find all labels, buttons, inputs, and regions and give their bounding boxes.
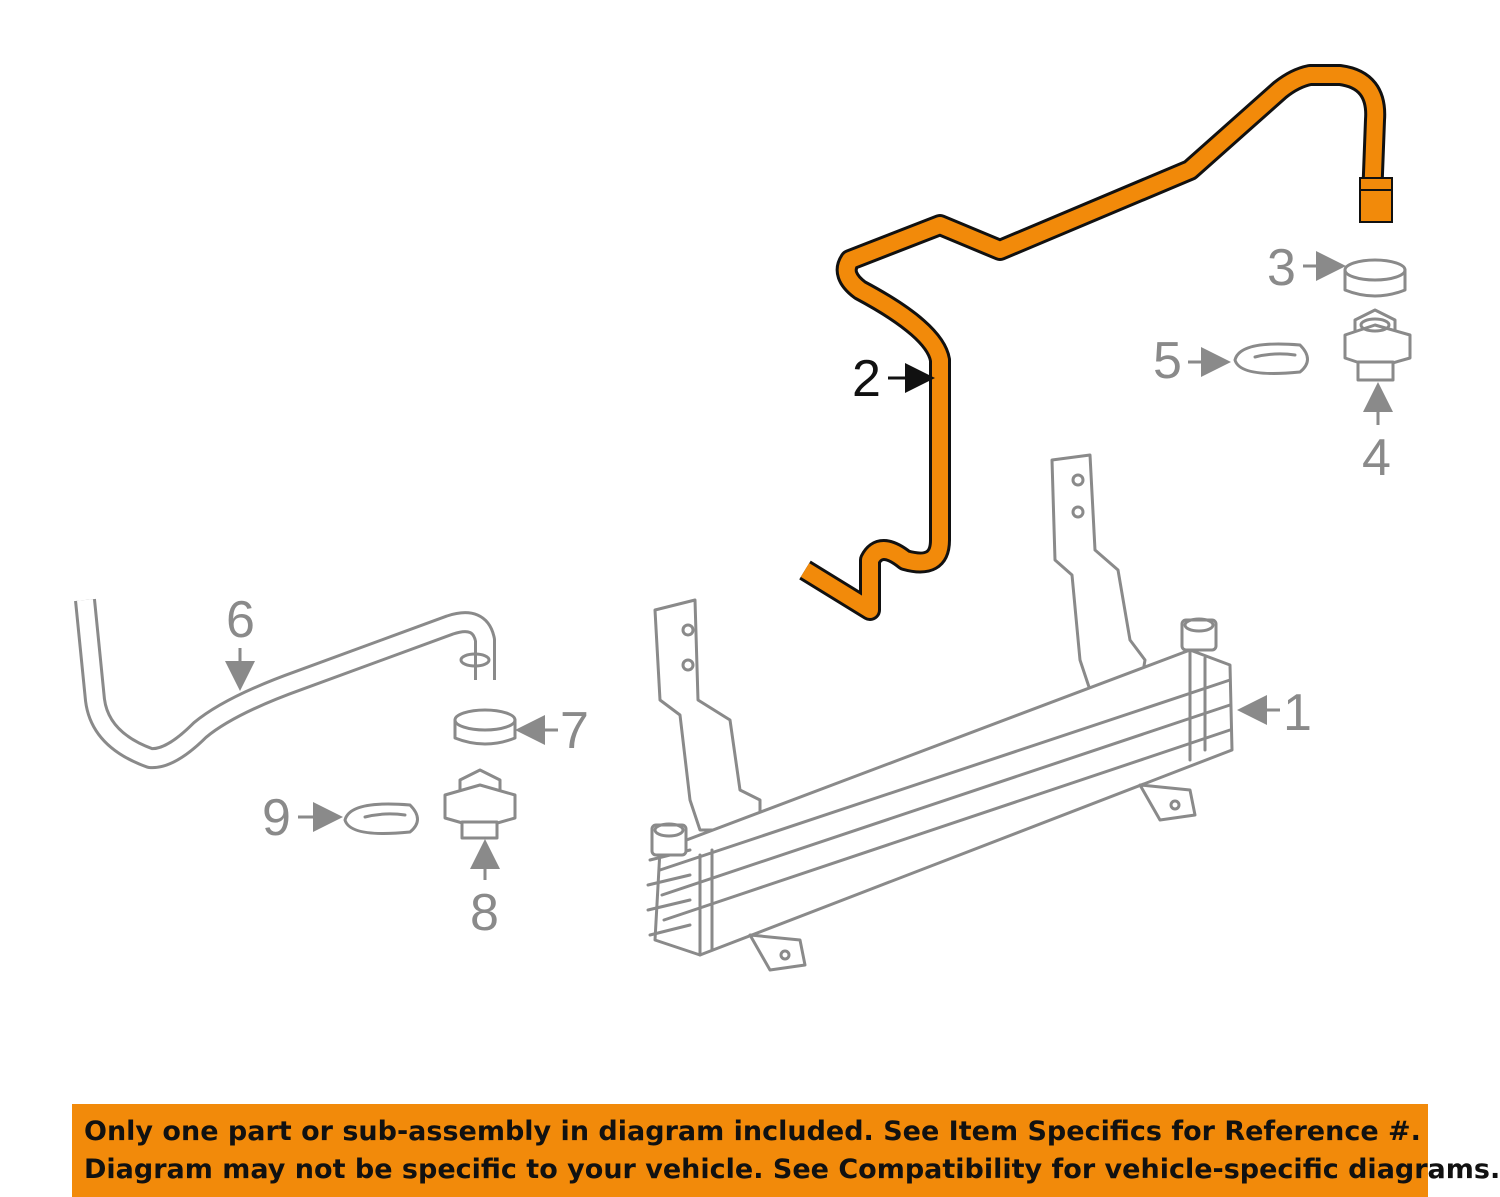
disclaimer-line-2: Diagram may not be specific to your vehi…	[84, 1153, 1500, 1185]
part-1-oil-cooler	[646, 453, 1234, 972]
callout-2: 2	[852, 350, 935, 408]
part-2-cooler-hose	[799, 64, 1393, 621]
part-4-connector	[1343, 308, 1412, 382]
part-5-retaining-clip	[1233, 342, 1309, 375]
disclaimer-banner: Only one part or sub-assembly in diagram…	[72, 1104, 1500, 1197]
part-6-lower-hose	[74, 598, 496, 770]
callout-2-label: 2	[852, 350, 881, 408]
callout-8-label: 8	[470, 884, 499, 942]
callout-7-label: 7	[560, 702, 589, 760]
callout-3: 3	[1267, 239, 1346, 297]
callout-6: 6	[225, 591, 255, 691]
callout-9: 9	[262, 789, 343, 847]
part-3-seal-ring	[1343, 258, 1407, 298]
disclaimer-line-1: Only one part or sub-assembly in diagram…	[84, 1115, 1421, 1147]
callout-9-label: 9	[262, 789, 291, 847]
callout-6-label: 6	[226, 591, 255, 649]
callout-5: 5	[1153, 332, 1231, 390]
callout-4: 4	[1362, 382, 1393, 487]
part-8-connector	[443, 768, 517, 840]
parts-diagram: 1 2 3 4 5 6 7 8 9	[74, 64, 1412, 972]
callout-1-label: 1	[1283, 684, 1312, 742]
callout-3-label: 3	[1267, 239, 1296, 297]
callout-1: 1	[1237, 684, 1312, 742]
part-9-retaining-clip	[343, 802, 419, 835]
callout-7: 7	[515, 702, 589, 760]
callout-5-label: 5	[1153, 332, 1182, 390]
callout-8: 8	[470, 839, 500, 942]
callout-4-label: 4	[1362, 429, 1391, 487]
part-7-seal-ring	[453, 708, 517, 746]
